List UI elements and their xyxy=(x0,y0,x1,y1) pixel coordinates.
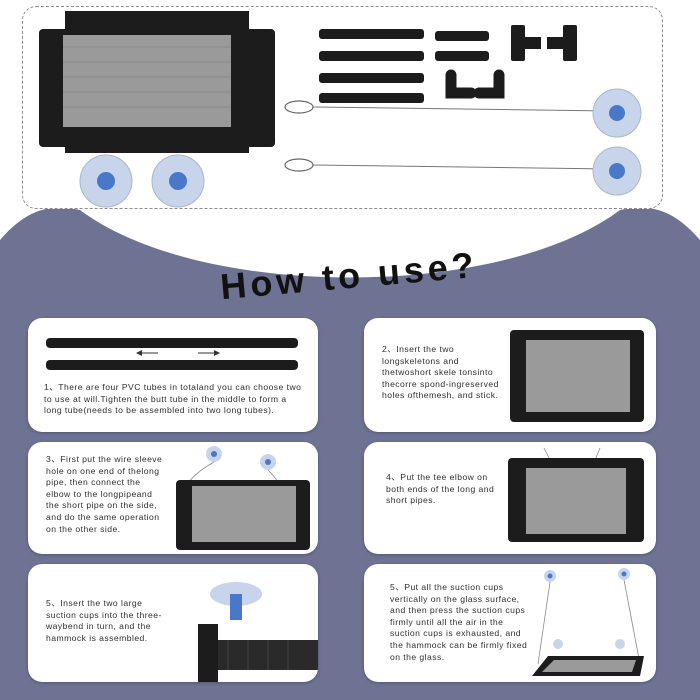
tee-connectors xyxy=(511,25,577,61)
step-3-hammock-image xyxy=(176,446,310,550)
step-1-tubes-image xyxy=(46,338,298,370)
step-1-text: 1、There are four PVC tubes in totaland y… xyxy=(44,382,302,416)
step-card-6: 5、Put all the suction cups vertically on… xyxy=(364,564,656,682)
step-6-mounted-hammock-image xyxy=(532,568,644,676)
step-card-5: 5、Insert the two large suction cups into… xyxy=(28,564,318,682)
parts-illustration xyxy=(39,11,642,208)
step-card-3: 3、First put the wire sleeve hole on one … xyxy=(28,442,318,554)
title-text: How to use? xyxy=(219,250,480,307)
step-6-text: 5、Put all the suction cups vertically on… xyxy=(390,582,528,662)
wire-with-suction-cup-bottom xyxy=(284,146,642,196)
pvc-tubes xyxy=(319,29,489,103)
parts-panel xyxy=(22,6,663,209)
step-card-2: 2、Insert the two longskeletons and thetw… xyxy=(364,318,656,432)
wire-with-suction-cup-top xyxy=(284,88,642,138)
suction-cup-small-right xyxy=(151,154,205,208)
step-5-suction-cup-image xyxy=(198,582,318,682)
step-card-4: 4、Put the tee elbow on both ends of the … xyxy=(364,442,656,554)
step-2-text: 2、Insert the two longskeletons and thetw… xyxy=(382,344,499,401)
step-4-hammock-image xyxy=(508,448,644,542)
step-card-1: 1、There are four PVC tubes in totaland y… xyxy=(28,318,318,432)
suction-cup-small-left xyxy=(79,154,133,208)
step-5-text: 5、Insert the two large suction cups into… xyxy=(46,598,162,643)
step-2-hammock-image xyxy=(510,330,644,422)
mesh-hammock-image xyxy=(39,11,275,153)
step-3-text: 3、First put the wire sleeve hole on one … xyxy=(46,454,163,534)
how-to-use-title: How to use? xyxy=(219,250,480,307)
elbow-connectors xyxy=(445,69,505,99)
step-4-text: 4、Put the tee elbow on both ends of the … xyxy=(386,472,495,506)
